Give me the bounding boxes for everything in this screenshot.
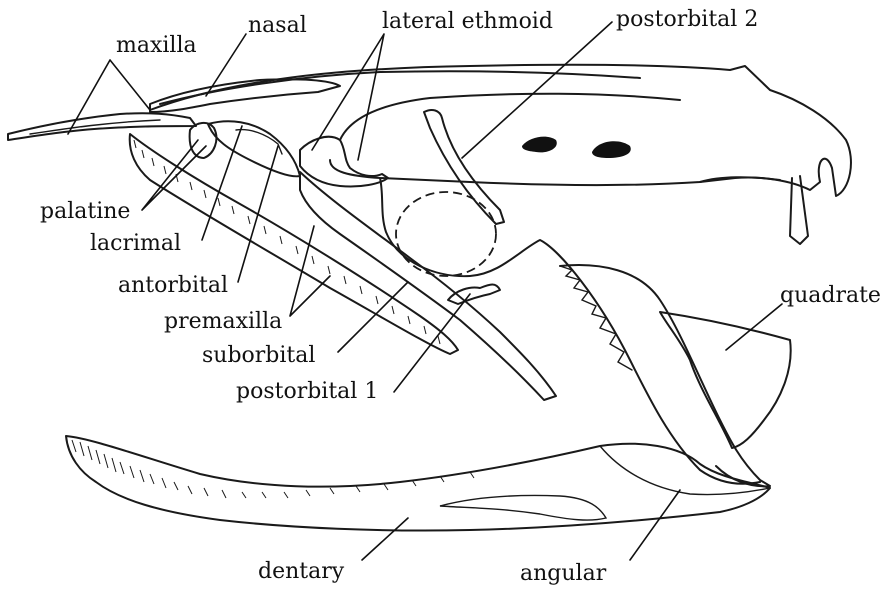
label-nasal: nasal [248, 14, 307, 38]
label-postorbital-2: postorbital 2 [616, 8, 758, 32]
quadrate-bone [660, 312, 791, 448]
preopercle [560, 265, 770, 486]
leader-quadrate [726, 304, 782, 350]
label-antorbital: antorbital [118, 274, 228, 298]
antorbital-bone [236, 130, 282, 154]
suborbital-bone [300, 172, 556, 400]
dentary-bone [66, 436, 770, 531]
label-palatine: palatine [40, 200, 130, 224]
label-premaxilla: premaxilla [164, 310, 282, 334]
lacrimal-bone [208, 121, 300, 176]
label-angular: angular [520, 562, 606, 586]
leader-premaxilla [290, 226, 330, 316]
label-suborbital: suborbital [202, 344, 315, 368]
label-lateral-ethmoid: lateral ethmoid [382, 10, 553, 34]
dentary-angular-suture [440, 495, 606, 520]
label-maxilla: maxilla [116, 34, 197, 58]
maxilla-bone [8, 113, 196, 140]
quadrate-serration [560, 266, 632, 370]
dentary-tooth-band [72, 440, 474, 498]
leader-suborbital [338, 282, 408, 352]
orbit-outline [396, 192, 496, 276]
label-lacrimal: lacrimal [90, 232, 181, 256]
foramen-2 [592, 141, 631, 158]
leader-postorbital-1 [394, 294, 470, 392]
frontal-ridge [160, 71, 640, 104]
lateral-ethmoid-bone [300, 137, 388, 187]
foramen-1 [522, 137, 557, 153]
leader-dentary [362, 518, 408, 560]
palatine-bone [190, 123, 217, 158]
leader-lateral-ethmoid [312, 34, 384, 160]
suspensorium-outline [380, 178, 760, 484]
label-postorbital-1: postorbital 1 [236, 380, 378, 404]
leader-antorbital [238, 146, 278, 282]
leader-angular [630, 490, 680, 560]
postorbital-2-bone [424, 110, 504, 224]
label-dentary: dentary [258, 560, 344, 584]
orbit-rim-upper [340, 94, 680, 140]
label-quadrate: quadrate [780, 284, 881, 308]
